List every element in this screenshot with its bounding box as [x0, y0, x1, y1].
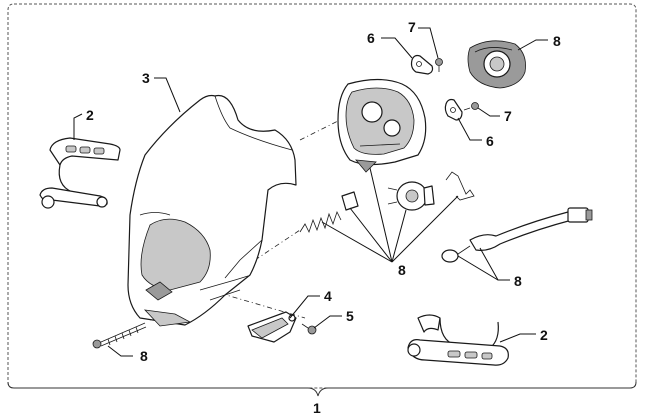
- rubber-boot: [467, 40, 526, 89]
- position-lamp-socket: [441, 207, 593, 263]
- bracket-left: [39, 137, 121, 209]
- callout-7-mid: 7: [504, 108, 512, 124]
- callout-6-mid: 6: [486, 133, 494, 149]
- spring: [299, 210, 342, 234]
- cover-plate: [247, 311, 297, 343]
- connector-clip: [341, 191, 359, 211]
- headlight-bracket-mid: [444, 98, 463, 121]
- callout-8-center: 8: [398, 262, 406, 278]
- headlight-unit: [337, 78, 427, 173]
- callout-8-boot: 8: [553, 33, 561, 49]
- bracket-left-slots: [65, 145, 105, 155]
- screw-part-5: [301, 323, 317, 335]
- callout-1: 1: [313, 400, 321, 416]
- headlight-bracket-top: [410, 54, 434, 75]
- callout-8-socket: 8: [514, 273, 522, 289]
- long-screw: [92, 322, 147, 349]
- callout-2-left: 2: [86, 107, 94, 123]
- bulb-retaining-clip: [445, 171, 475, 201]
- callout-4: 4: [324, 288, 332, 304]
- bracket-right: [407, 314, 509, 366]
- callout-6-top: 6: [367, 30, 375, 46]
- assembly-bracket: [7, 381, 637, 397]
- screw-top: [435, 58, 443, 72]
- callout-2-right: 2: [540, 327, 548, 343]
- callout-3: 3: [142, 70, 150, 86]
- screw-mid: [463, 102, 479, 111]
- callout-7-top: 7: [408, 19, 416, 35]
- callout-labels: 1 2 2 3 4 5 6 6 7 7 8 8 8 8: [86, 19, 561, 416]
- callout-8-screw: 8: [140, 348, 148, 364]
- headlight-cowl: [127, 94, 297, 327]
- headlight-bulb: [387, 181, 435, 211]
- leader-lines: [73, 27, 548, 357]
- bracket-right-slots: [447, 350, 493, 360]
- callout-5: 5: [346, 308, 354, 324]
